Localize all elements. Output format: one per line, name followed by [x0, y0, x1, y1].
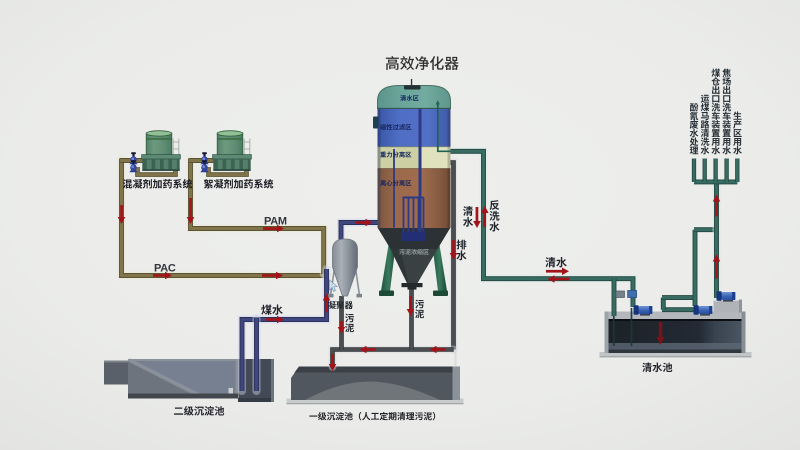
svg-text:PAM: PAM [264, 216, 287, 228]
svg-text:PAC: PAC [154, 263, 176, 275]
